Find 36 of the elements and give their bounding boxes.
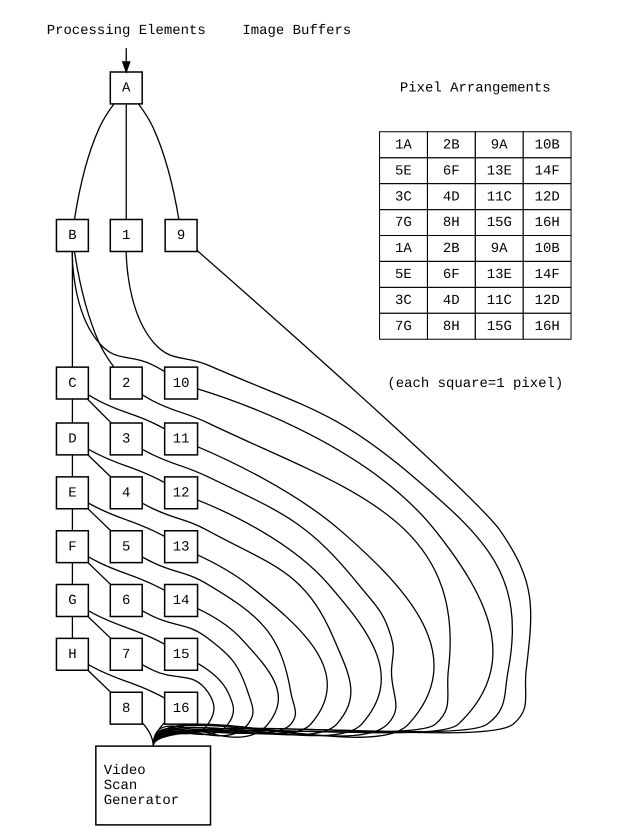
label: 8H: [442, 318, 460, 335]
label: 16H: [534, 318, 560, 335]
label: 15G: [486, 318, 512, 335]
label: 5E: [395, 267, 412, 284]
label: Image Buffers: [242, 22, 352, 39]
label: 2B: [442, 241, 460, 258]
label: 9A: [490, 137, 508, 154]
label: 4D: [442, 293, 460, 310]
label: 13E: [486, 163, 512, 180]
label: 11C: [486, 189, 512, 206]
label: 2B: [442, 137, 460, 154]
label: 7G: [395, 215, 412, 232]
label: 13E: [486, 267, 512, 284]
label: Pixel Arrangements: [400, 80, 551, 97]
label: 1A: [395, 241, 412, 258]
label: 12D: [534, 293, 560, 310]
label: 1A: [395, 137, 412, 154]
label: 11C: [486, 293, 512, 310]
label: 6F: [442, 267, 460, 284]
label: 8H: [442, 215, 460, 232]
label: 10B: [534, 241, 560, 258]
label: 5E: [395, 163, 412, 180]
label: (each square=1 pixel): [387, 376, 564, 392]
label: 16H: [534, 215, 560, 232]
label: 6F: [442, 163, 460, 180]
label: 12D: [534, 189, 560, 206]
node-text: Processing Elements: [46, 22, 206, 39]
label: 7G: [395, 318, 412, 335]
label: 3C: [395, 293, 412, 310]
label: 14F: [534, 163, 560, 180]
label: 9A: [490, 241, 508, 258]
label: 10B: [534, 137, 560, 154]
label: 4D: [442, 189, 460, 206]
label: 3C: [395, 189, 412, 206]
label: 14F: [534, 267, 560, 284]
label: 15G: [486, 215, 512, 232]
